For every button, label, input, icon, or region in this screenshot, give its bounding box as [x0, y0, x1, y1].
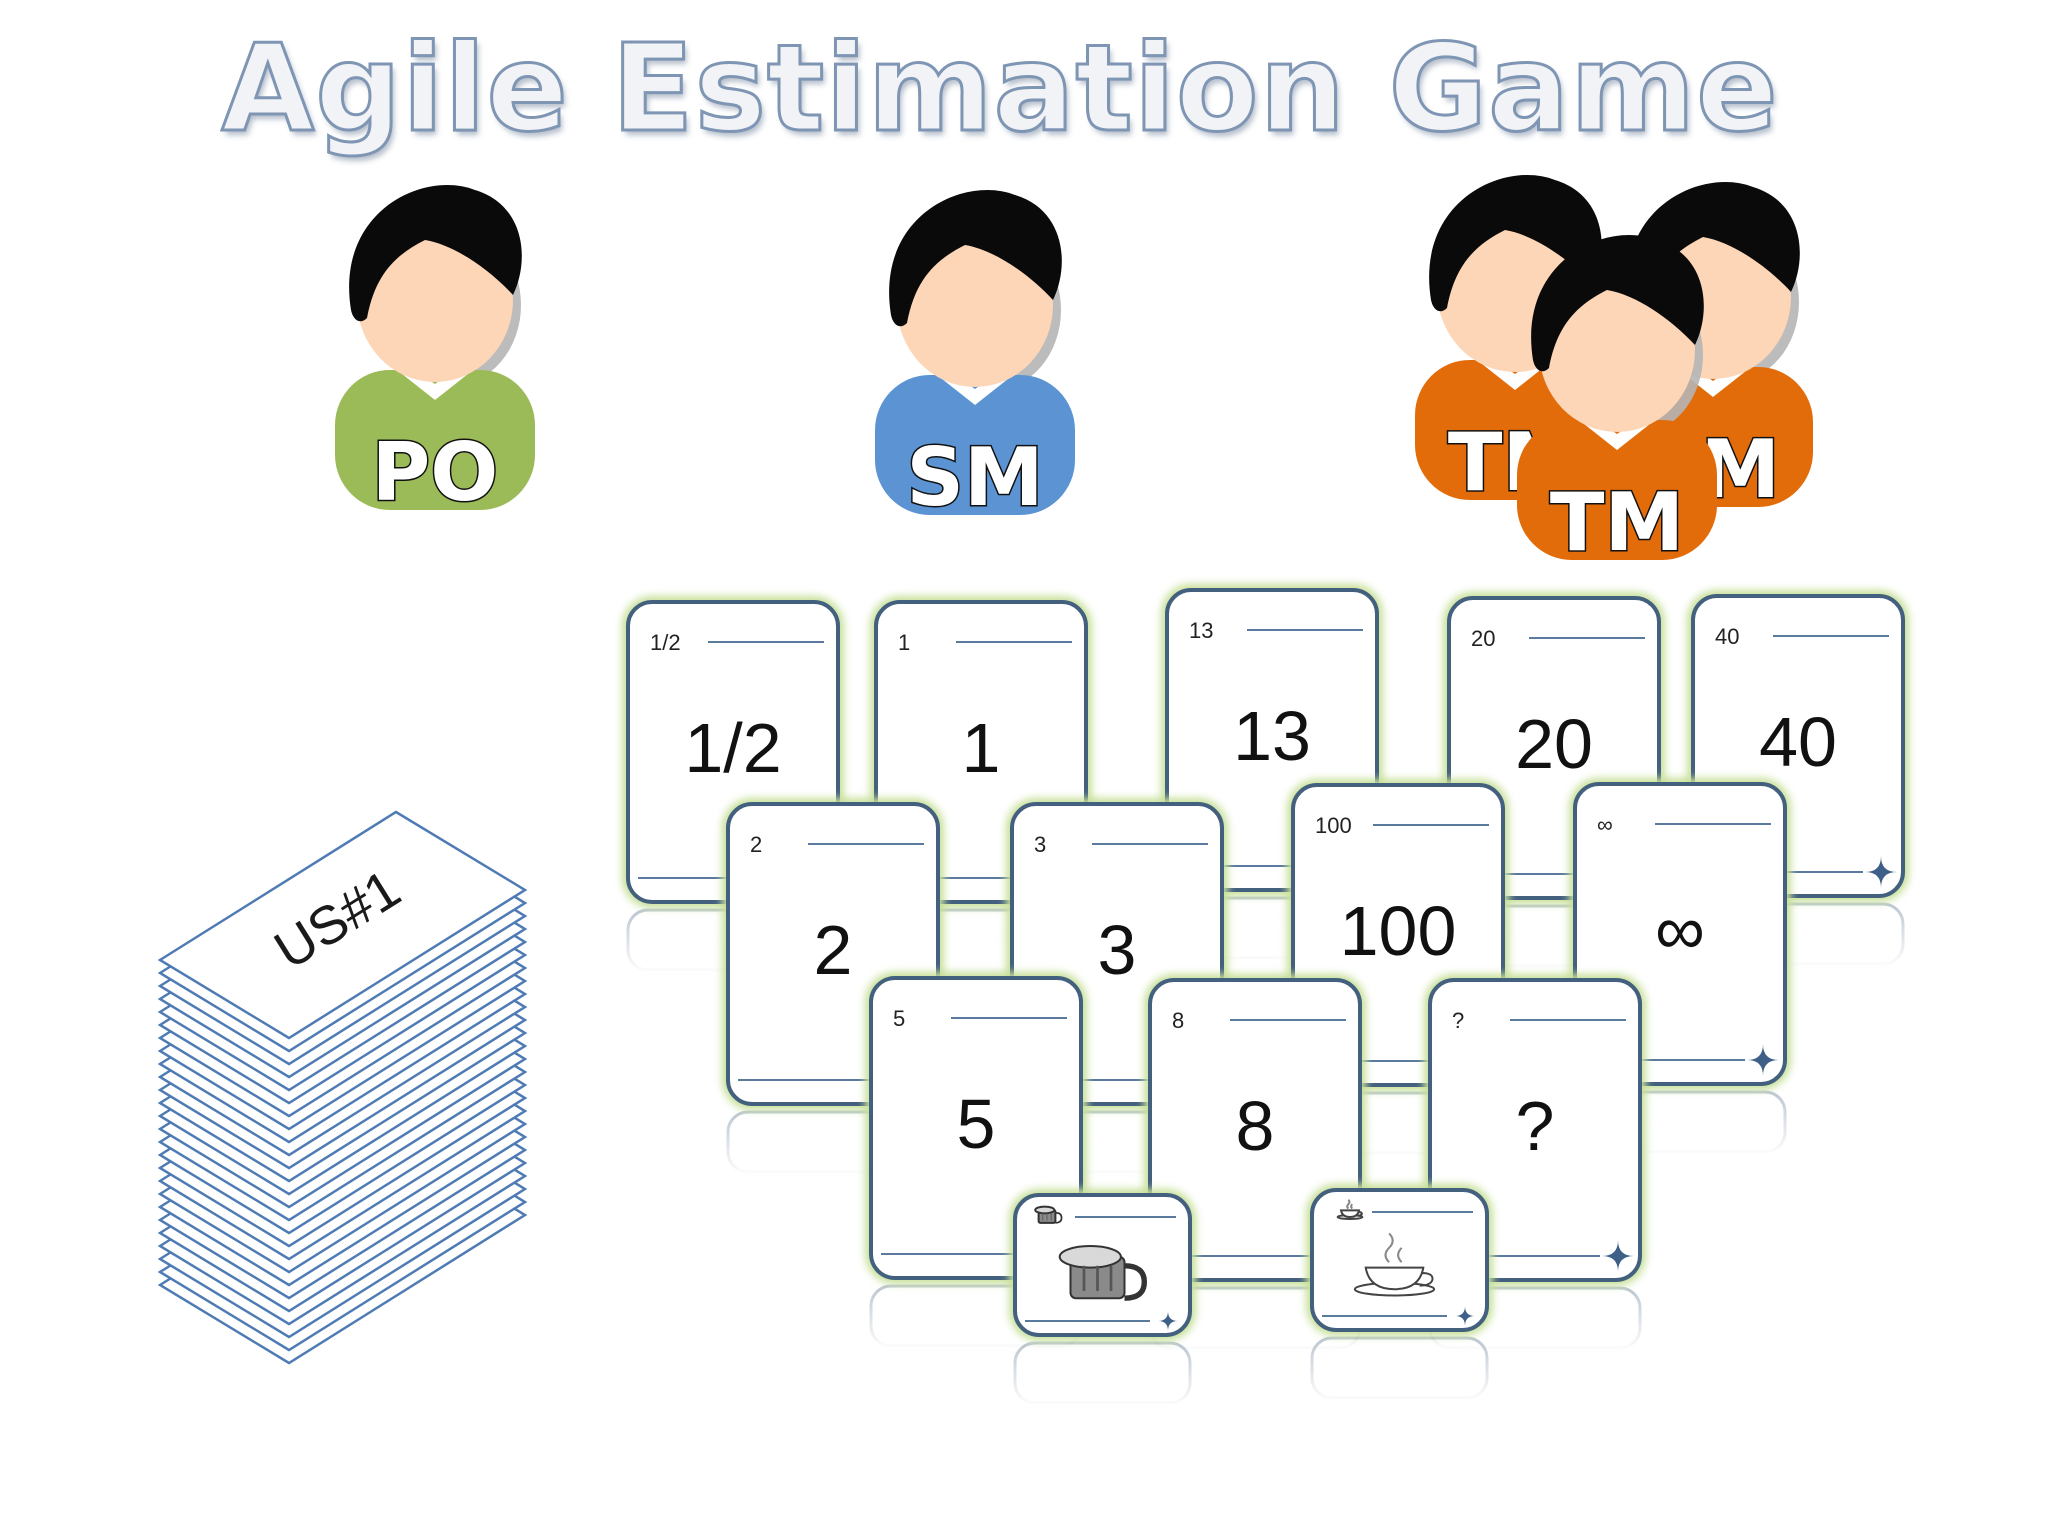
- sparkle-icon: [1602, 1240, 1634, 1272]
- card-corner-value: 20: [1471, 626, 1495, 651]
- card-value: ∞: [1655, 891, 1705, 969]
- role-label: SM: [906, 431, 1043, 524]
- card-corner-value: ?: [1452, 1008, 1464, 1033]
- card-corner-value: 2: [750, 832, 762, 857]
- sparkle-icon: [1865, 856, 1897, 888]
- person-po-0: PO: [335, 185, 535, 521]
- user-story-stack: US#1: [157, 810, 528, 1365]
- card-reflection: [1009, 1341, 1196, 1407]
- story-sheet: [157, 810, 528, 1040]
- coffee-cup-icon: [1353, 1232, 1436, 1297]
- card-reflection: [1306, 1336, 1493, 1402]
- card-value: 40: [1759, 703, 1837, 781]
- card-corner-value: 5: [893, 1006, 905, 1031]
- person-sm-1: SM: [875, 190, 1075, 526]
- people-group: POSMTMTMTM: [335, 175, 1813, 571]
- card-value: 20: [1515, 705, 1593, 783]
- card-value: 1: [962, 709, 1001, 787]
- role-label: TM: [1550, 476, 1684, 569]
- beer-mug-icon: [1034, 1205, 1063, 1224]
- card-corner-value: 1: [898, 630, 910, 655]
- role-label: PO: [372, 426, 499, 519]
- estimation-card[interactable]: [1009, 1189, 1196, 1407]
- card-value: 5: [957, 1085, 996, 1163]
- card-corner-value: 100: [1315, 813, 1352, 838]
- title: Agile Estimation Game: [220, 19, 1779, 161]
- card-corner-value: 40: [1715, 624, 1739, 649]
- card-value: 3: [1098, 911, 1137, 989]
- person-tm-4: TM: [1517, 235, 1717, 571]
- sparkle-icon: [1747, 1044, 1779, 1076]
- card-value: 1/2: [684, 709, 781, 787]
- card-value: 13: [1233, 697, 1311, 775]
- card-corner-value: 3: [1034, 832, 1046, 857]
- sparkle-icon: [1158, 1311, 1178, 1331]
- beer-mug-icon: [1058, 1245, 1148, 1301]
- card-corner-value: 13: [1189, 618, 1213, 643]
- estimation-cards: 1/2 1/2 1 1 13 13 20 20 40 40 2 2 3 3 100 100 ∞ ∞ 5 5 8 8??: [622, 584, 1909, 1407]
- card-value: 100: [1340, 892, 1457, 970]
- estimation-card[interactable]: [1306, 1184, 1493, 1402]
- card-corner-value: 1/2: [650, 630, 681, 655]
- sparkle-icon: [1455, 1306, 1475, 1326]
- card-value: ?: [1516, 1087, 1555, 1165]
- coffee-cup-icon: [1336, 1198, 1364, 1221]
- card-value: 8: [1236, 1087, 1275, 1165]
- card-value: 2: [814, 911, 853, 989]
- card-corner-value: ∞: [1597, 812, 1613, 837]
- card-corner-value: 8: [1172, 1008, 1184, 1033]
